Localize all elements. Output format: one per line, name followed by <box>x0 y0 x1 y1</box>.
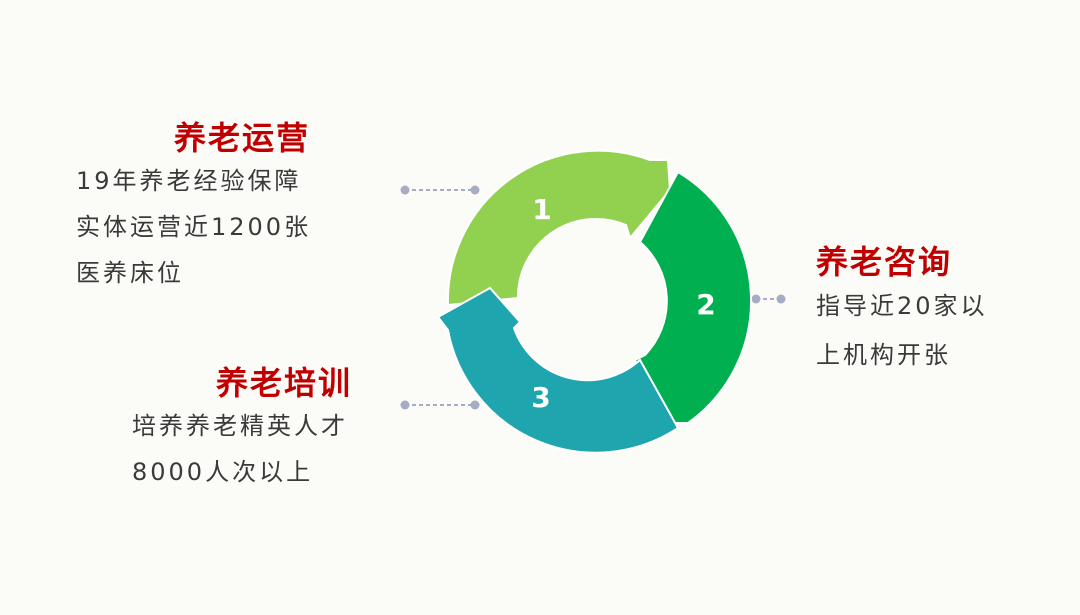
section-heading: 养老培训 <box>216 364 353 402</box>
section-line: 实体运营近1200张 <box>76 213 312 241</box>
cycle-number-2: 2 <box>696 288 715 321</box>
cycle-arrow-3 <box>436 286 680 454</box>
section-line: 医养床位 <box>76 259 184 287</box>
connector-2 <box>751 294 786 304</box>
section-line: 19年养老经验保障 <box>76 167 302 195</box>
connector-1 <box>400 185 480 195</box>
section-line: 上机构开张 <box>816 341 951 369</box>
section-line: 8000人次以上 <box>132 458 314 486</box>
connector-3 <box>400 400 480 410</box>
section-consulting: 养老咨询 指导近20家以 上机构开张 <box>816 242 988 380</box>
section-operation: 养老运营 19年养老经验保障 实体运营近1200张 医养床位 <box>76 118 311 296</box>
cycle-arrow-1 <box>446 149 672 307</box>
section-training: 养老培训 培养养老精英人才 8000人次以上 <box>132 363 352 495</box>
cycle-number-1: 1 <box>532 193 551 226</box>
cycle-number-3: 3 <box>531 381 550 414</box>
section-line: 指导近20家以 <box>816 292 988 320</box>
cycle-arrow-2 <box>633 170 753 424</box>
section-heading: 养老运营 <box>174 119 311 157</box>
section-heading: 养老咨询 <box>816 243 953 281</box>
section-line: 培养养老精英人才 <box>132 412 348 440</box>
